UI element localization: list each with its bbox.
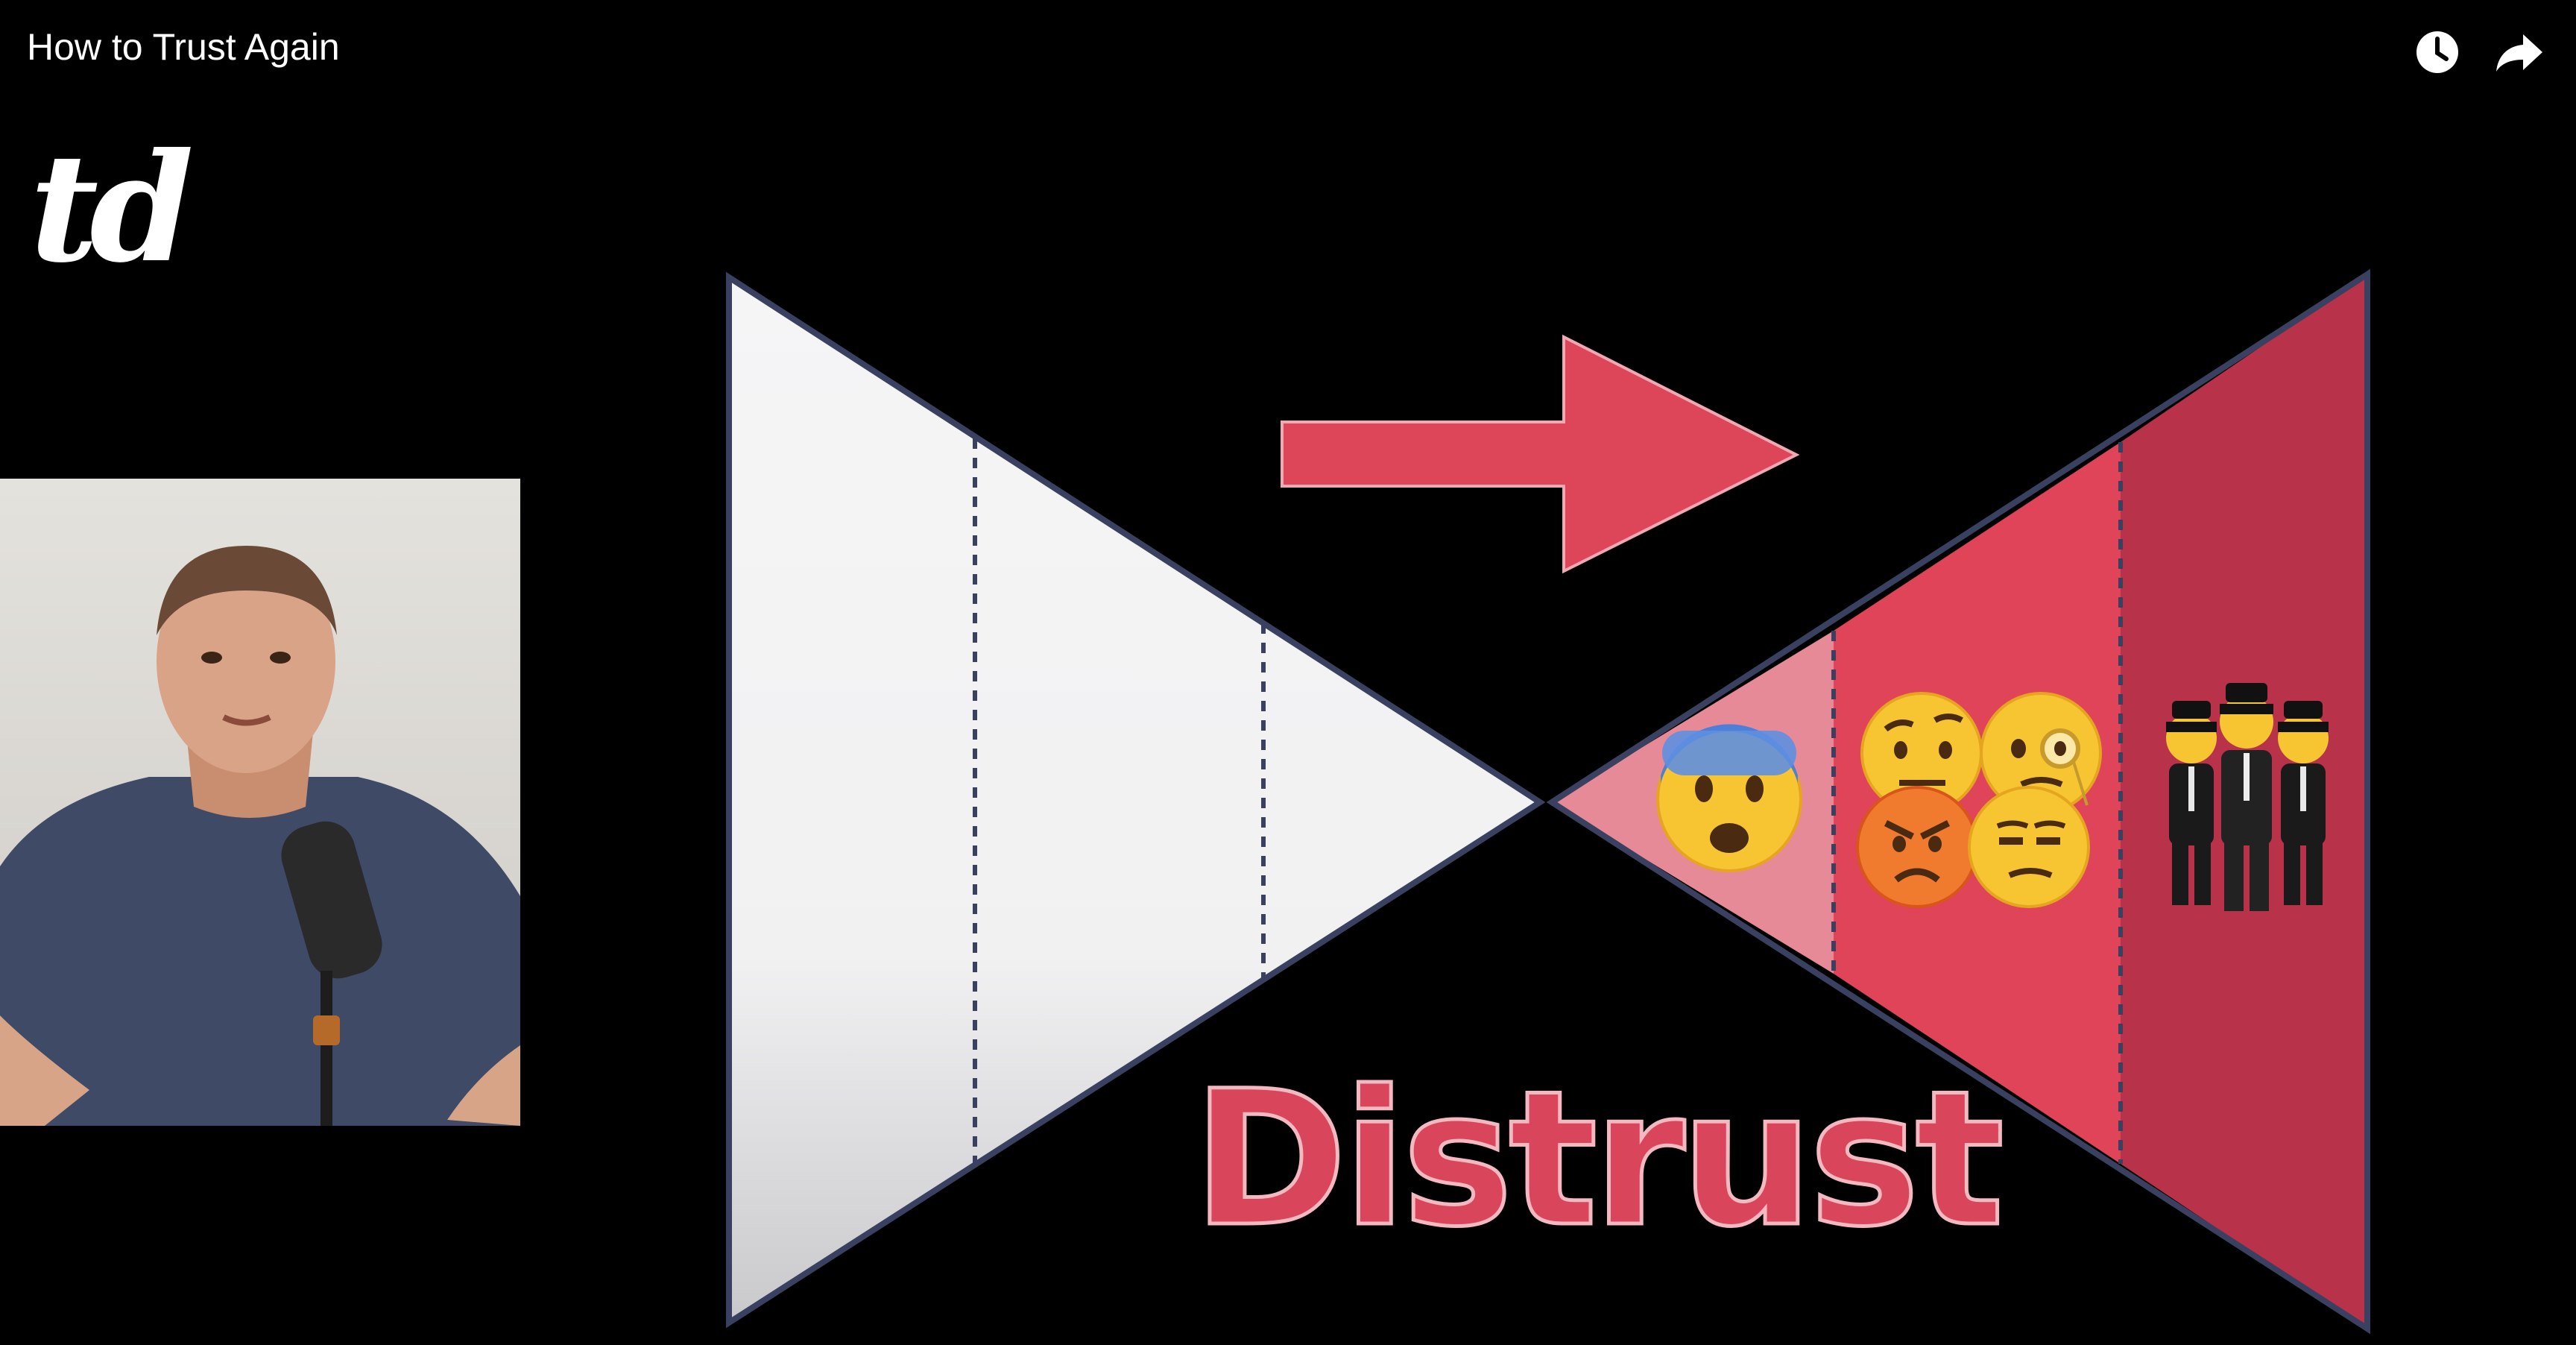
channel-logo: td: [30, 134, 209, 298]
slide-heading: Distrust: [1190, 1051, 2006, 1267]
raised-eyebrow-face-icon: [1860, 692, 1983, 814]
angry-face-icon: [1856, 786, 1978, 908]
men-in-suits-icon: [2166, 683, 2329, 911]
presenter-video: [0, 479, 520, 1126]
clock-icon: [2416, 31, 2458, 73]
right-zone-mid: [1834, 442, 2121, 1164]
anxious-face-icon: [1656, 724, 1802, 872]
left-triangle: [726, 271, 1546, 1329]
presenter-image: [0, 546, 520, 1126]
unamused-face-icon: [1968, 786, 2090, 908]
direction-arrow: [1281, 334, 1800, 574]
logo-text: td: [30, 121, 194, 296]
monocle-face-icon: [1980, 692, 2102, 814]
video-title[interactable]: How to Trust Again: [27, 26, 340, 68]
share-button[interactable]: [2490, 22, 2549, 82]
share-arrow-icon: [2496, 34, 2542, 72]
watch-later-button[interactable]: [2408, 22, 2467, 82]
